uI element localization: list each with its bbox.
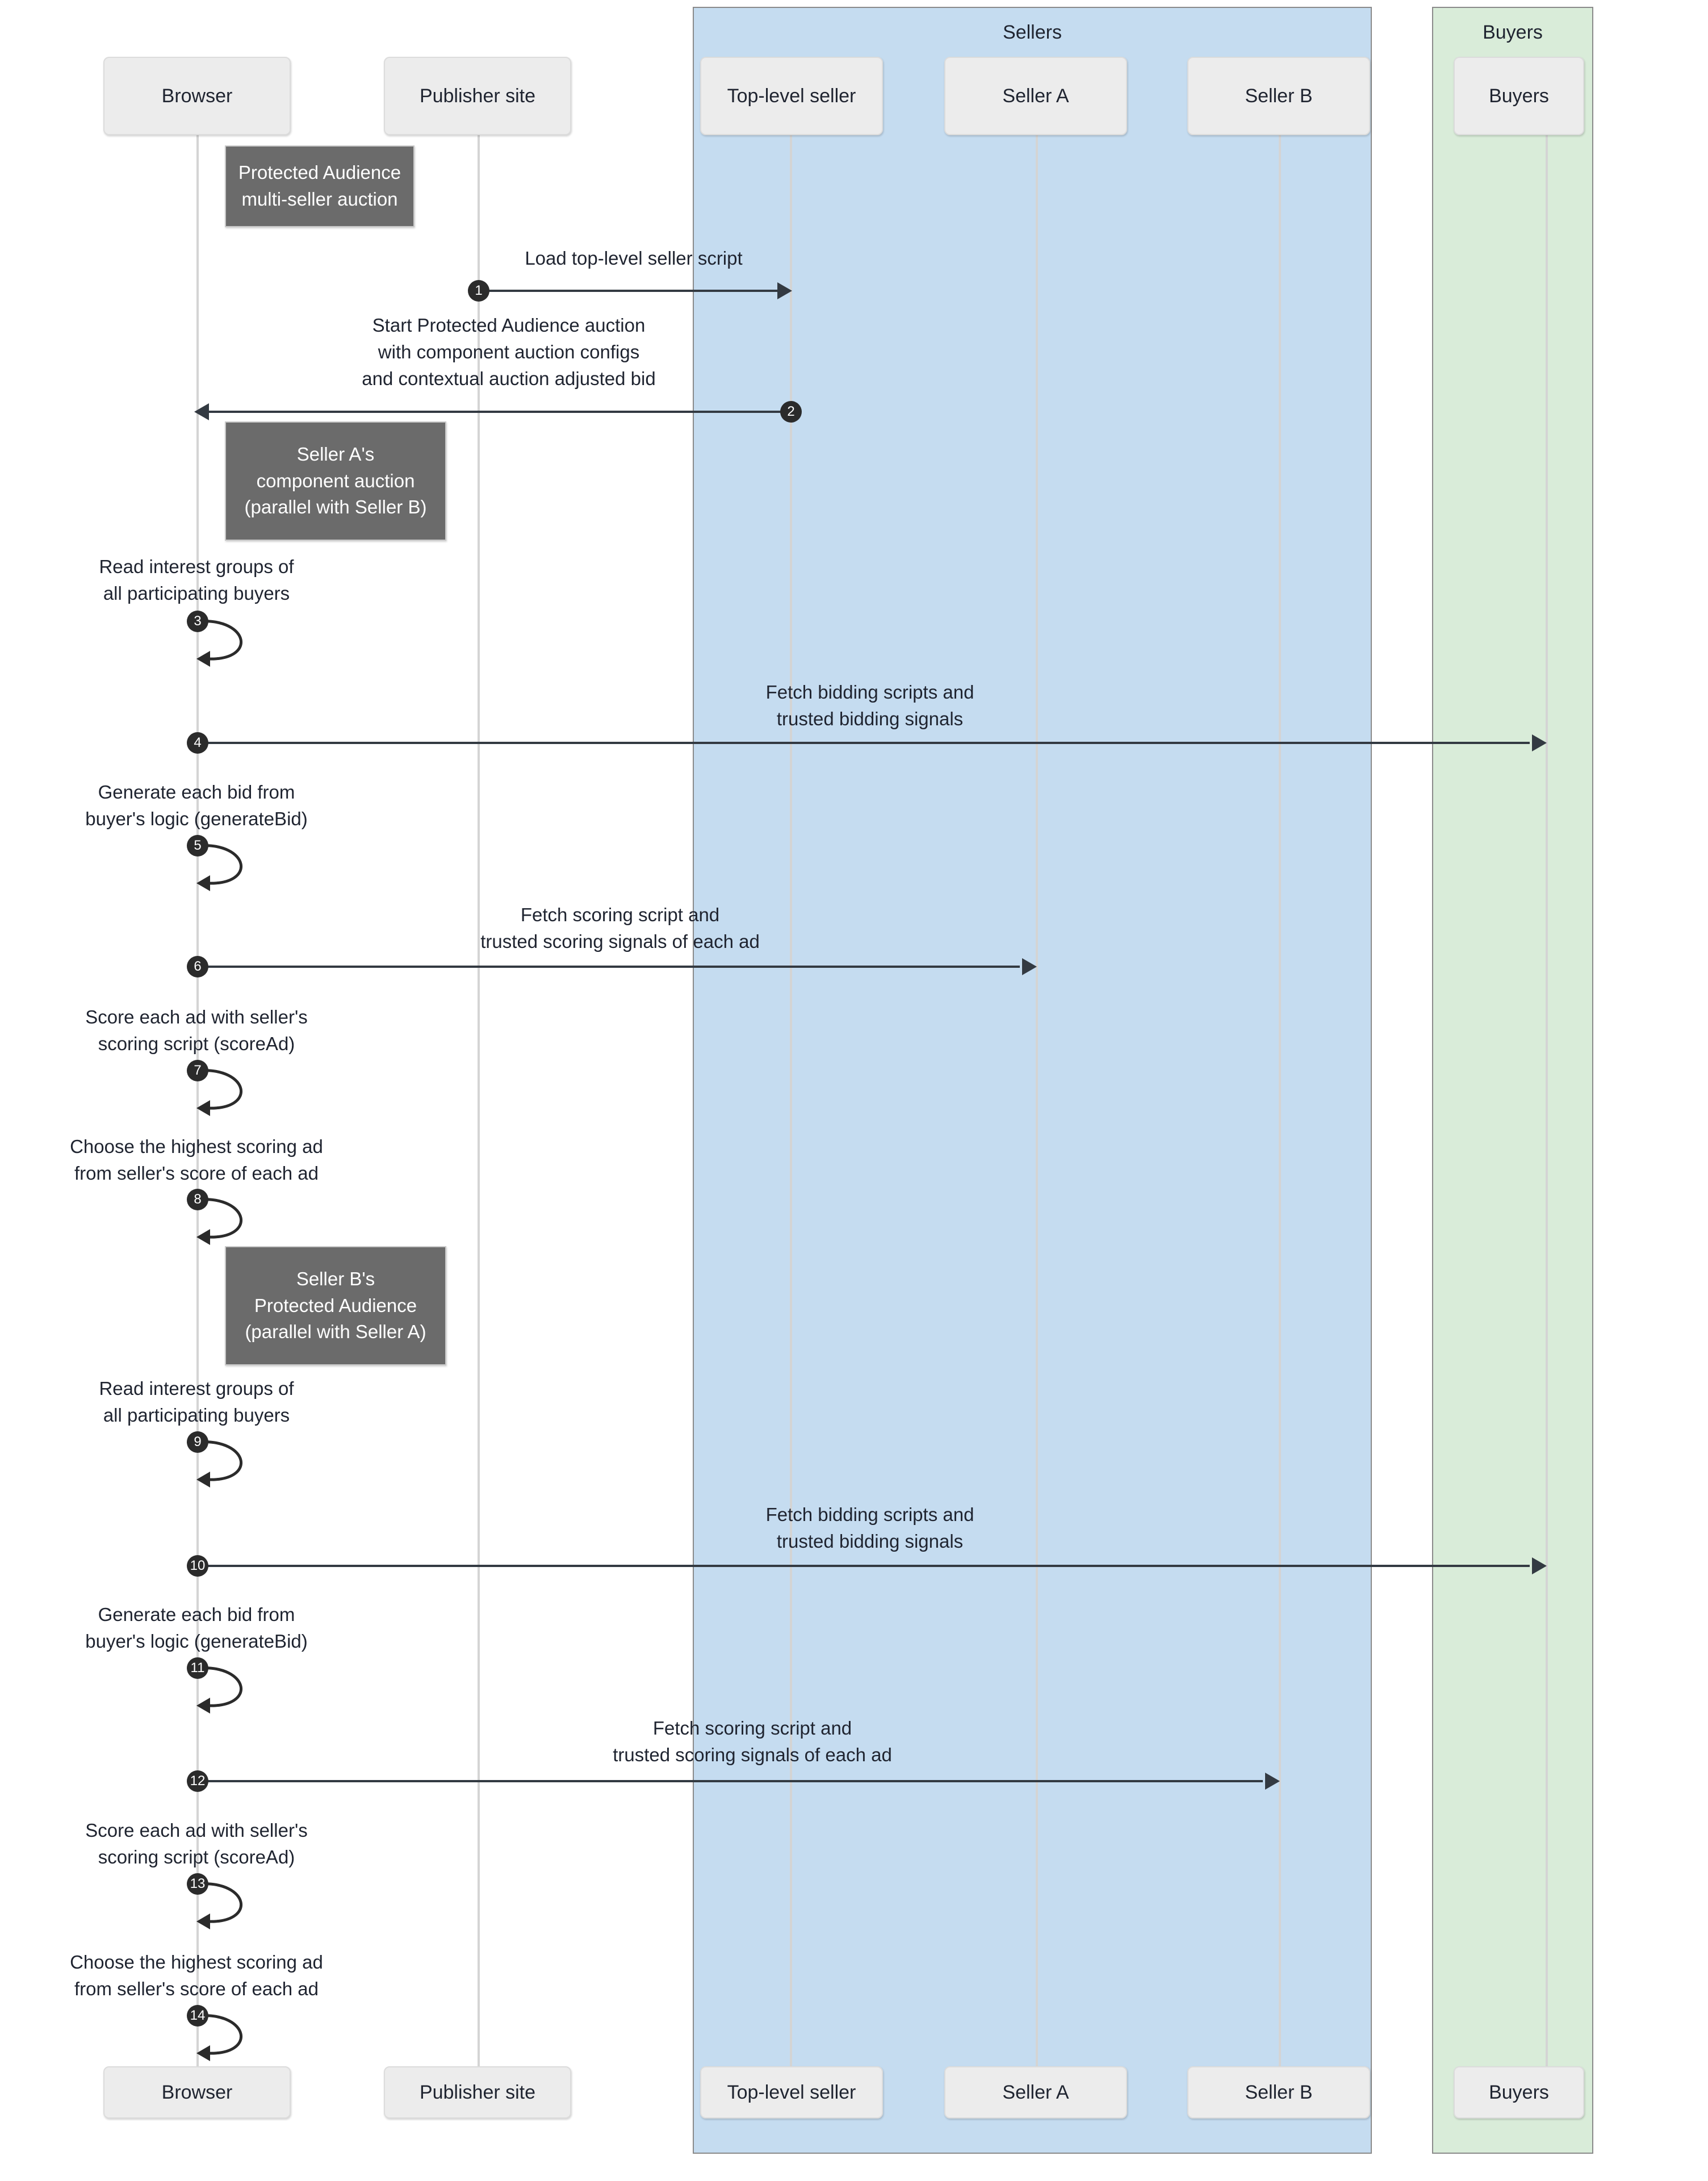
message-seq-4: 4 — [187, 732, 208, 754]
message-seq-2: 2 — [780, 401, 802, 423]
group-box-buyers: Buyers — [1432, 7, 1593, 2154]
message-arrowhead-12 — [1265, 1773, 1280, 1790]
message-seq-8: 8 — [187, 1189, 208, 1210]
lifeline-browser — [196, 134, 199, 2089]
message-arrow-6 — [198, 966, 1020, 968]
message-selfloop-9 — [196, 1440, 243, 1488]
message-arrowhead-2 — [194, 403, 209, 420]
message-selfloop-11 — [196, 1666, 243, 1714]
message-arrowhead-4 — [1532, 734, 1547, 751]
lifeline-buyers — [1546, 134, 1548, 2089]
message-arrow-10 — [198, 1565, 1530, 1567]
message-label-6: Fetch scoring script and trusted scoring… — [480, 904, 760, 952]
participant-sellerB[interactable]: Seller B — [1187, 57, 1370, 135]
participant-label-sellerA-bottom: Seller A — [1002, 2081, 1069, 2103]
message-seq-10: 10 — [187, 1555, 208, 1577]
message-selfloop-5 — [196, 844, 243, 891]
message-arrowhead-1 — [777, 282, 792, 299]
participant-browser-bottom[interactable]: Browser — [103, 2066, 291, 2119]
message-label-12: Fetch scoring script and trusted scoring… — [613, 1718, 892, 1765]
participant-publisher[interactable]: Publisher site — [384, 57, 571, 135]
message-label-8: Choose the highest scoring ad from selle… — [70, 1136, 323, 1184]
message-seq-3: 3 — [187, 611, 208, 632]
participant-sellerA[interactable]: Seller A — [944, 57, 1127, 135]
message-label-4: Fetch bidding scripts and trusted biddin… — [765, 682, 974, 729]
message-seq-5: 5 — [187, 835, 208, 856]
participant-sellerB-bottom[interactable]: Seller B — [1187, 2066, 1370, 2119]
lifeline-sellerA — [1036, 134, 1038, 2089]
message-arrowhead-10 — [1532, 1557, 1547, 1574]
lifeline-publisher — [478, 134, 480, 2089]
note-text: Protected Audience multi-seller auction — [238, 162, 401, 210]
lifeline-topseller — [790, 134, 792, 2089]
lifeline-sellerB — [1279, 134, 1281, 2089]
message-label-7: Score each ad with seller's scoring scri… — [85, 1006, 308, 1054]
message-label-14: Choose the highest scoring ad from selle… — [70, 1952, 323, 1999]
message-seq-14: 14 — [187, 2005, 208, 2027]
participant-label-buyers-bottom: Buyers — [1489, 2081, 1549, 2103]
message-selfloop-8 — [196, 1198, 243, 1245]
group-label-sellers: Sellers — [1003, 22, 1062, 43]
message-label-3: Read interest groups of all participatin… — [99, 556, 294, 604]
message-label-11: Generate each bid from buyer's logic (ge… — [85, 1604, 308, 1652]
message-arrow-2 — [208, 411, 793, 413]
message-arrow-4 — [198, 742, 1530, 744]
participant-buyers-bottom[interactable]: Buyers — [1454, 2066, 1584, 2119]
participant-sellerA-bottom[interactable]: Seller A — [944, 2066, 1127, 2119]
participant-label-publisher: Publisher site — [419, 85, 536, 107]
message-seq-6: 6 — [187, 956, 208, 977]
group-label-buyers: Buyers — [1483, 22, 1543, 43]
message-seq-11: 11 — [187, 1657, 208, 1679]
participant-publisher-bottom[interactable]: Publisher site — [384, 2066, 571, 2119]
message-label-1: Load top-level seller script — [525, 248, 743, 269]
message-selfloop-14 — [196, 2014, 243, 2061]
message-seq-12: 12 — [187, 1770, 208, 1792]
message-seq-7: 7 — [187, 1060, 208, 1081]
participant-label-sellerB: Seller B — [1245, 85, 1313, 107]
note-seller-b-protected-audience: Seller B's Protected Audience (parallel … — [225, 1246, 446, 1365]
participant-label-topseller: Top-level seller — [727, 85, 856, 107]
participant-topseller[interactable]: Top-level seller — [700, 57, 883, 135]
note-seller-a-component-auction: Seller A's component auction (parallel w… — [225, 421, 446, 541]
message-arrow-1 — [479, 290, 780, 292]
participant-label-sellerB-bottom: Seller B — [1245, 2081, 1313, 2103]
message-arrow-12 — [198, 1780, 1263, 1782]
participant-topseller-bottom[interactable]: Top-level seller — [700, 2066, 883, 2119]
message-label-10: Fetch bidding scripts and trusted biddin… — [765, 1504, 974, 1552]
message-seq-13: 13 — [187, 1873, 208, 1895]
message-selfloop-13 — [196, 1882, 243, 1929]
participant-label-browser: Browser — [161, 85, 233, 107]
message-selfloop-3 — [196, 620, 243, 667]
message-seq-9: 9 — [187, 1431, 208, 1453]
message-label-5: Generate each bid from buyer's logic (ge… — [85, 782, 308, 829]
note-text: Seller A's component auction (parallel w… — [244, 443, 427, 518]
message-selfloop-7 — [196, 1069, 243, 1116]
participant-buyers[interactable]: Buyers — [1454, 57, 1584, 135]
message-arrowhead-6 — [1022, 958, 1037, 975]
participant-browser[interactable]: Browser — [103, 57, 291, 135]
note-protected-audience-multi-seller-auction: Protected Audience multi-seller auction — [225, 145, 415, 227]
message-label-9: Read interest groups of all participatin… — [99, 1378, 294, 1426]
message-label-2: Start Protected Audience auction with co… — [362, 315, 656, 389]
participant-label-sellerA: Seller A — [1002, 85, 1069, 107]
note-text: Seller B's Protected Audience (parallel … — [245, 1268, 426, 1343]
participant-label-browser-bottom: Browser — [161, 2081, 233, 2103]
group-box-sellers: Sellers — [693, 7, 1372, 2154]
participant-label-buyers: Buyers — [1489, 85, 1549, 107]
message-seq-1: 1 — [468, 280, 489, 302]
message-label-13: Score each ad with seller's scoring scri… — [85, 1820, 308, 1867]
participant-label-topseller-bottom: Top-level seller — [727, 2081, 856, 2103]
participant-label-publisher-bottom: Publisher site — [419, 2081, 536, 2103]
